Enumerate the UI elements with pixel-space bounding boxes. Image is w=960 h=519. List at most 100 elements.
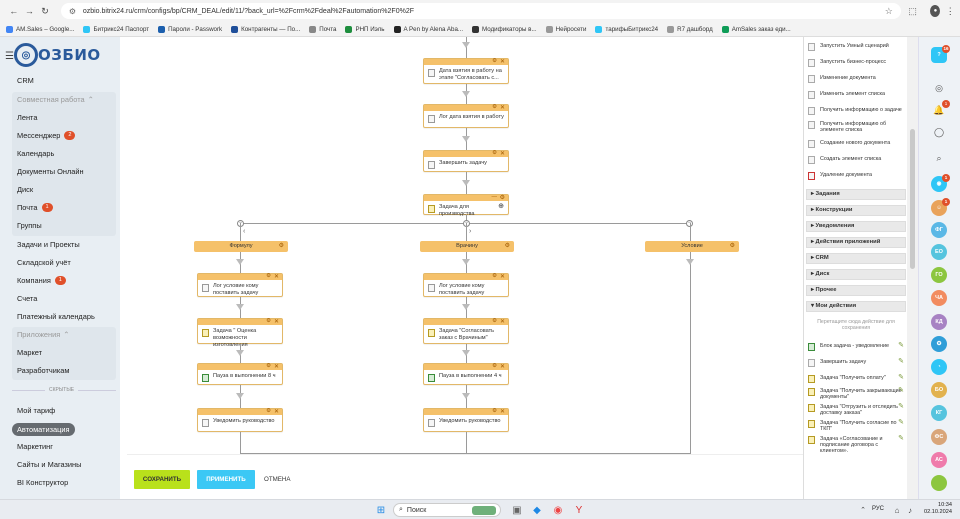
- workflow-step[interactable]: ⚙✕ Лог условие кому поставить задачу: [423, 273, 509, 297]
- forward-icon[interactable]: →: [24, 6, 34, 16]
- toolbox-item[interactable]: Изменить элемент списка: [808, 91, 904, 99]
- edit-pencil-icon[interactable]: ✎: [898, 435, 904, 442]
- toolbox-item[interactable]: Получить информацию об элементе списка: [808, 121, 904, 133]
- my-action-item[interactable]: Задача "Отгрузить и отследить доставку з…: [808, 403, 904, 416]
- copilot-icon[interactable]: ◎: [935, 82, 943, 93]
- close-icon[interactable]: ✕: [499, 319, 505, 325]
- page-scrollbar[interactable]: [907, 37, 918, 499]
- workflow-step[interactable]: ⚙✕ Задача "Согласовать заказ с Врачиным": [423, 318, 509, 344]
- close-icon[interactable]: ✕: [273, 364, 279, 370]
- avatar[interactable]: ЕО: [931, 244, 947, 260]
- branch-condition[interactable]: Формулу⚙: [194, 241, 288, 252]
- toolbox-section-disk[interactable]: ▸ Диск: [806, 269, 906, 280]
- gear-icon[interactable]: ⚙: [492, 273, 497, 279]
- my-action-item[interactable]: Задача "Получить закрывающие документы"✎: [808, 387, 904, 400]
- gear-icon[interactable]: ⚙: [266, 408, 271, 414]
- gear-icon[interactable]: ⚙: [492, 408, 497, 414]
- notifications-icon[interactable]: 🔔1: [931, 100, 950, 118]
- chevron-left-icon[interactable]: ‹: [243, 228, 246, 235]
- save-button[interactable]: СОХРАНИТЬ: [134, 470, 190, 489]
- close-icon[interactable]: ✕: [499, 364, 505, 370]
- system-clock[interactable]: 10:34 02.10.2024: [918, 502, 952, 516]
- app-icon[interactable]: ◆: [533, 504, 541, 516]
- toolbox-section-my-actions[interactable]: ▾ Мои действия: [806, 301, 906, 312]
- bookmark[interactable]: РНП Иэль: [345, 25, 385, 33]
- avatar[interactable]: КД: [931, 314, 947, 330]
- reload-icon[interactable]: ↻: [41, 5, 49, 16]
- bookmark[interactable]: Нейросети: [545, 25, 586, 33]
- gear-icon[interactable]: ⚙: [492, 318, 497, 324]
- gear-icon[interactable]: ⚙: [278, 243, 284, 249]
- sidebar-item-payment-calendar[interactable]: Платежный календарь: [17, 312, 95, 321]
- branch-condition[interactable]: Условие⚙: [645, 241, 739, 252]
- close-icon[interactable]: ✕: [499, 151, 505, 157]
- menu-icon[interactable]: ⋮: [945, 5, 955, 16]
- edit-pencil-icon[interactable]: ✎: [898, 419, 904, 426]
- toolbox-section-tasks[interactable]: ▸ Задания: [806, 189, 906, 200]
- group-icon[interactable]: ◔: [931, 359, 947, 375]
- toolbox-section-app-actions[interactable]: ▸ Действия приложений: [806, 237, 906, 248]
- my-action-item[interactable]: Блок задача - уведомление✎: [808, 342, 904, 351]
- edit-pencil-icon[interactable]: ✎: [898, 403, 904, 410]
- gear-icon[interactable]: ⚙: [492, 150, 497, 156]
- bookmark[interactable]: R7 дашборд: [667, 25, 713, 33]
- add-branch-icon[interactable]: ⊕: [498, 203, 504, 210]
- apply-button[interactable]: ПРИМЕНИТЬ: [197, 470, 255, 489]
- taskbar-search[interactable]: ⌕Поиск: [393, 503, 501, 517]
- my-action-item[interactable]: Задача "Получить согласие по ТКП"✎: [808, 419, 904, 432]
- sidebar-item-feed[interactable]: Лента: [17, 113, 37, 122]
- toolbox-item[interactable]: Запустить бизнес-процесс: [808, 59, 904, 67]
- close-icon[interactable]: ✕: [273, 319, 279, 325]
- sidebar-item-crm[interactable]: CRM: [17, 76, 34, 85]
- toolbox-item[interactable]: Получить информацию о задаче: [808, 107, 904, 115]
- chevron-right-icon[interactable]: ›: [469, 228, 472, 235]
- avatar[interactable]: ФС: [931, 429, 947, 445]
- close-icon[interactable]: ✕: [273, 274, 279, 280]
- gear-icon[interactable]: ⚙: [499, 195, 505, 201]
- windows-start-icon[interactable]: ⊞: [376, 504, 386, 516]
- bookmark[interactable]: AmSales заказ еди...: [721, 25, 791, 33]
- toolbox-item[interactable]: Изменение документа: [808, 75, 904, 83]
- close-icon[interactable]: ✕: [273, 409, 279, 415]
- search-icon[interactable]: ⌕: [936, 152, 942, 163]
- toolbox-section-crm[interactable]: ▸ CRM: [806, 253, 906, 264]
- team-icon[interactable]: ✪: [931, 336, 947, 352]
- bookmark[interactable]: AM.Sales – Google...: [6, 25, 74, 33]
- close-icon[interactable]: ✕: [499, 105, 505, 111]
- branch-condition[interactable]: Врачину⚙: [420, 241, 514, 252]
- network-icon[interactable]: ⌂: [894, 505, 900, 515]
- avatar[interactable]: ГО: [931, 267, 947, 283]
- edit-pencil-icon[interactable]: ✎: [898, 342, 904, 349]
- avatar[interactable]: КГ: [931, 405, 947, 421]
- bookmark[interactable]: тарифыБитрикс24: [595, 25, 658, 33]
- volume-icon[interactable]: ♪: [908, 505, 912, 515]
- sidebar-item-disk[interactable]: Диск: [17, 185, 33, 194]
- sidebar-group-collaboration[interactable]: Совместная работа⌃: [17, 95, 94, 104]
- sidebar-item-docs[interactable]: Документы Онлайн: [17, 167, 84, 176]
- profile-icon[interactable]: ●: [930, 5, 941, 17]
- company-logo[interactable]: ◎ ОЗБИО: [14, 43, 101, 67]
- avatar[interactable]: БО: [931, 382, 947, 398]
- my-action-item[interactable]: Задача "Получить оплату"✎: [808, 374, 904, 383]
- toolbox-item[interactable]: Удаление документа: [808, 172, 904, 180]
- close-icon[interactable]: ✕: [499, 409, 505, 415]
- my-action-item[interactable]: Задача «Согласование и подписание догово…: [808, 435, 904, 455]
- gear-icon[interactable]: ⚙: [266, 273, 271, 279]
- edit-pencil-icon[interactable]: ✎: [898, 358, 904, 365]
- tray-chevron-icon[interactable]: ⌃: [860, 507, 866, 514]
- hidden-items-toggle[interactable]: СКРЫТЫЕ: [45, 387, 79, 393]
- workflow-step[interactable]: ⚙✕ Лог дата взятия в работу: [423, 104, 509, 128]
- back-icon[interactable]: ←: [9, 6, 19, 16]
- gear-icon[interactable]: ⚙: [504, 243, 510, 249]
- address-bar[interactable]: ⚙ ozbio.bitrix24.ru/crm/configs/bp/CRM_D…: [60, 3, 901, 19]
- workflow-step[interactable]: ⚙✕ Задача " Оценка возможности изготовле…: [197, 318, 283, 348]
- sidebar-item-inventory[interactable]: Складской учёт: [17, 258, 71, 267]
- my-action-item[interactable]: Завершить задачу✎: [808, 358, 904, 367]
- gear-icon[interactable]: ⚙: [492, 363, 497, 369]
- bookmark[interactable]: Битрикс24 Паспорт: [83, 25, 149, 33]
- scrollbar-thumb[interactable]: [910, 129, 915, 269]
- cancel-button[interactable]: ОТМЕНА: [264, 476, 291, 483]
